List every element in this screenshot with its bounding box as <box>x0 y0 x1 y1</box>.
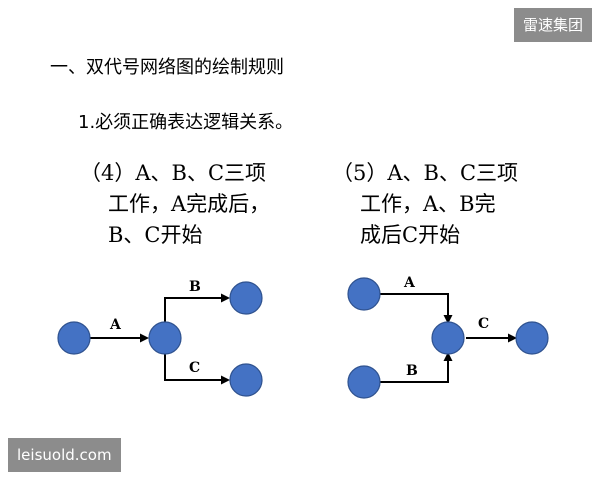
diagram-4-node-b-end <box>229 281 263 315</box>
brand-watermark: 雷速集团 <box>513 8 592 42</box>
diagram-4-edge-b <box>164 293 230 322</box>
diagram-5-label-c: C <box>478 316 489 332</box>
diagram-4-node-c-end <box>229 363 263 397</box>
case-4-line-3: B、C开始 <box>108 223 203 247</box>
diagram-5-node-b-start <box>347 365 381 399</box>
diagram-4-label-a: A <box>109 317 122 333</box>
diagram-4-node-start <box>57 321 91 355</box>
diagram-5-label-a: A <box>403 275 416 291</box>
site-watermark: leisuold.com <box>8 438 121 472</box>
diagram-5-edge-b <box>380 352 453 383</box>
diagram-4: A B C <box>57 279 263 397</box>
diagram-5-node-middle <box>431 321 465 355</box>
case-4-line-1: （4）A、B、C三项 <box>80 161 267 185</box>
case-5-line-3: 成后C开始 <box>360 223 461 247</box>
case-5-description: （5）A、B、C三项 工作，A、B完 成后C开始 <box>332 158 518 251</box>
diagram-5-node-end <box>515 321 549 355</box>
case-5-line-2: 工作，A、B完 <box>360 192 496 216</box>
diagram-4-node-middle <box>148 321 182 355</box>
diagram-5-edge-a <box>380 293 453 324</box>
diagram-5: A B C <box>347 275 549 399</box>
case-4-description: （4）A、B、C三项 工作，A完成后， B、C开始 <box>80 158 270 251</box>
section-heading: 一、双代号网络图的绘制规则 <box>50 57 284 78</box>
diagram-4-edge-c <box>164 354 230 385</box>
case-4-line-2: 工作，A完成后， <box>108 192 271 216</box>
diagram-4-label-b: B <box>189 279 201 295</box>
rule-text: 1.必须正确表达逻辑关系。 <box>78 112 294 133</box>
diagram-5-label-b: B <box>406 363 418 379</box>
case-5-line-1: （5）A、B、C三项 <box>332 161 519 185</box>
diagram-4-label-c: C <box>189 360 200 376</box>
diagram-5-node-a-start <box>347 277 381 311</box>
